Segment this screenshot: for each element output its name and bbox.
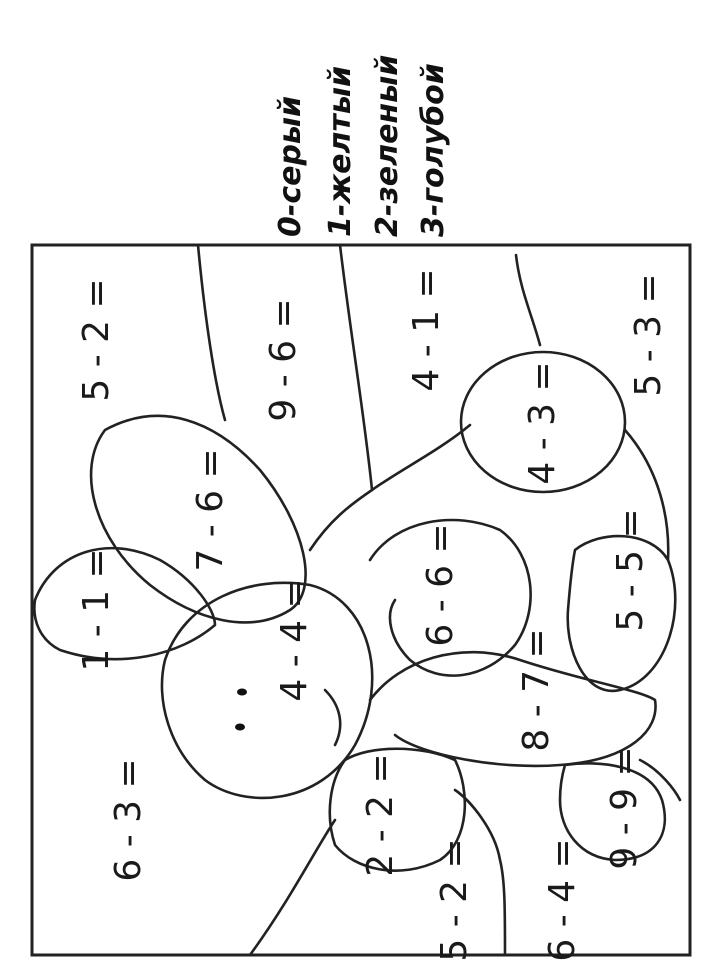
equation-1: 5 - 2 = [76, 278, 117, 401]
neck-line [308, 423, 472, 552]
band-line-3 [514, 253, 542, 347]
head [160, 581, 374, 800]
color-legend: 0-серый 1-желтый 2-зеленый 3-голубой [273, 55, 451, 237]
equation-10: 5 - 5 = [610, 508, 651, 631]
eye-2 [235, 723, 245, 731]
equation-13: 2 - 2 = [360, 753, 401, 876]
equation-6: 4 - 3 = [522, 361, 563, 484]
legend-item-gray: 0-серый [273, 96, 308, 237]
equation-8: 4 - 4 = [274, 578, 315, 701]
equation-16: 6 - 4 = [542, 838, 583, 960]
belly [368, 650, 657, 768]
back-line [623, 428, 670, 562]
band-line-2 [338, 243, 374, 492]
mouth [323, 688, 342, 747]
equation-labels: 5 - 2 = 9 - 6 = 4 - 1 = 5 - 3 = 7 - 6 = … [76, 268, 669, 960]
equation-14: 9 - 9 = [604, 746, 645, 869]
equation-2: 9 - 6 = [263, 298, 304, 421]
picture-frame [30, 243, 692, 957]
ear-back [89, 414, 307, 624]
tail [459, 350, 627, 494]
equation-7: 1 - 1 = [76, 548, 117, 671]
paw-back [558, 762, 667, 862]
equation-9: 6 - 6 = [420, 523, 461, 646]
legend-item-yellow: 1-желтый [323, 66, 358, 237]
equation-5: 7 - 6 = [190, 448, 231, 571]
legend-item-blue: 3-голубой [416, 63, 451, 237]
equation-4: 5 - 3 = [628, 273, 669, 396]
ground-line-2 [453, 788, 507, 957]
bunny-outline [33, 243, 682, 957]
body-front [368, 518, 532, 677]
paw-front [328, 747, 467, 872]
equation-15: 5 - 2 = [434, 838, 475, 960]
ground-line-3 [638, 758, 682, 802]
equation-3: 4 - 1 = [406, 268, 447, 391]
ear-front [33, 546, 217, 661]
hind-leg [566, 534, 677, 693]
equation-12: 6 - 3 = [108, 758, 149, 881]
ground-line-1 [248, 818, 337, 957]
eye-1 [237, 688, 247, 696]
equation-11: 8 - 7 = [516, 628, 557, 751]
legend-item-green: 2-зеленый [370, 55, 405, 237]
band-line-1 [196, 243, 227, 422]
